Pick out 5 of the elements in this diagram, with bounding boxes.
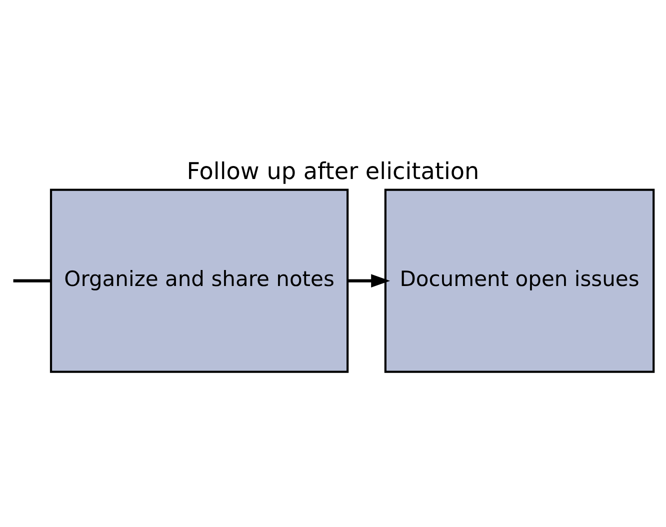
node-box: Document open issues <box>384 188 655 372</box>
arrow <box>348 274 390 287</box>
diagram-title: Follow up after elicitation <box>186 158 480 184</box>
node-box: Organize and share notes <box>50 188 349 372</box>
connector <box>13 278 51 282</box>
